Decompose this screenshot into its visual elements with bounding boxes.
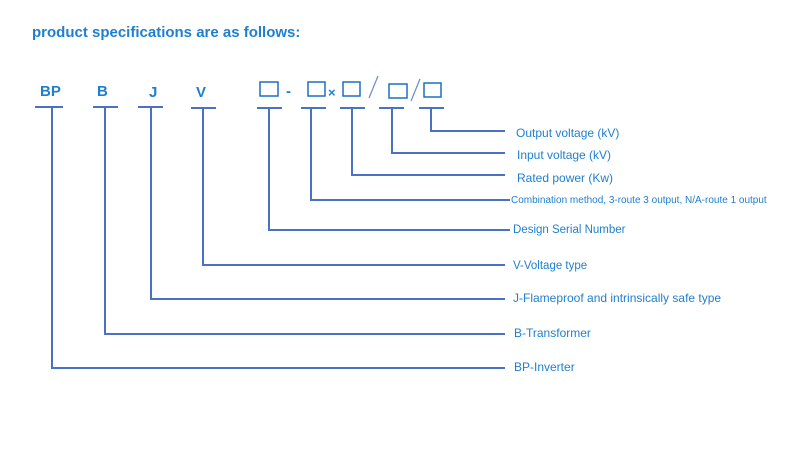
- label-rated-power: Rated power (Kw): [517, 171, 613, 185]
- placeholder-box-power: [342, 81, 361, 97]
- label-transformer: B-Transformer: [514, 326, 591, 340]
- label-inverter: BP-Inverter: [514, 360, 575, 374]
- slash-divider: [368, 75, 379, 99]
- label-combination-method: Combination method, 3-route 3 output, N/…: [511, 195, 767, 206]
- code-bp: BP: [40, 83, 61, 100]
- label-output-voltage: Output voltage (kV): [516, 126, 619, 140]
- label-flameproof: J-Flameproof and intrinsically safe type: [513, 291, 721, 305]
- title: product specifications are as follows:: [32, 24, 300, 41]
- code-v: V: [196, 84, 206, 101]
- label-input-voltage: Input voltage (kV): [517, 148, 611, 162]
- placeholder-box-combination: [307, 81, 326, 97]
- code-times: ×: [328, 85, 336, 100]
- code-dash: -: [286, 83, 291, 100]
- code-j: J: [149, 84, 157, 101]
- connector-lines: [35, 106, 510, 369]
- label-design-serial: Design Serial Number: [513, 224, 626, 236]
- slash-divider: [410, 78, 421, 102]
- placeholder-box-output: [423, 82, 442, 98]
- placeholder-box-serial: [259, 81, 279, 97]
- placeholder-box-input: [388, 83, 408, 99]
- label-voltage-type: V-Voltage type: [513, 260, 587, 272]
- code-b: B: [97, 83, 108, 100]
